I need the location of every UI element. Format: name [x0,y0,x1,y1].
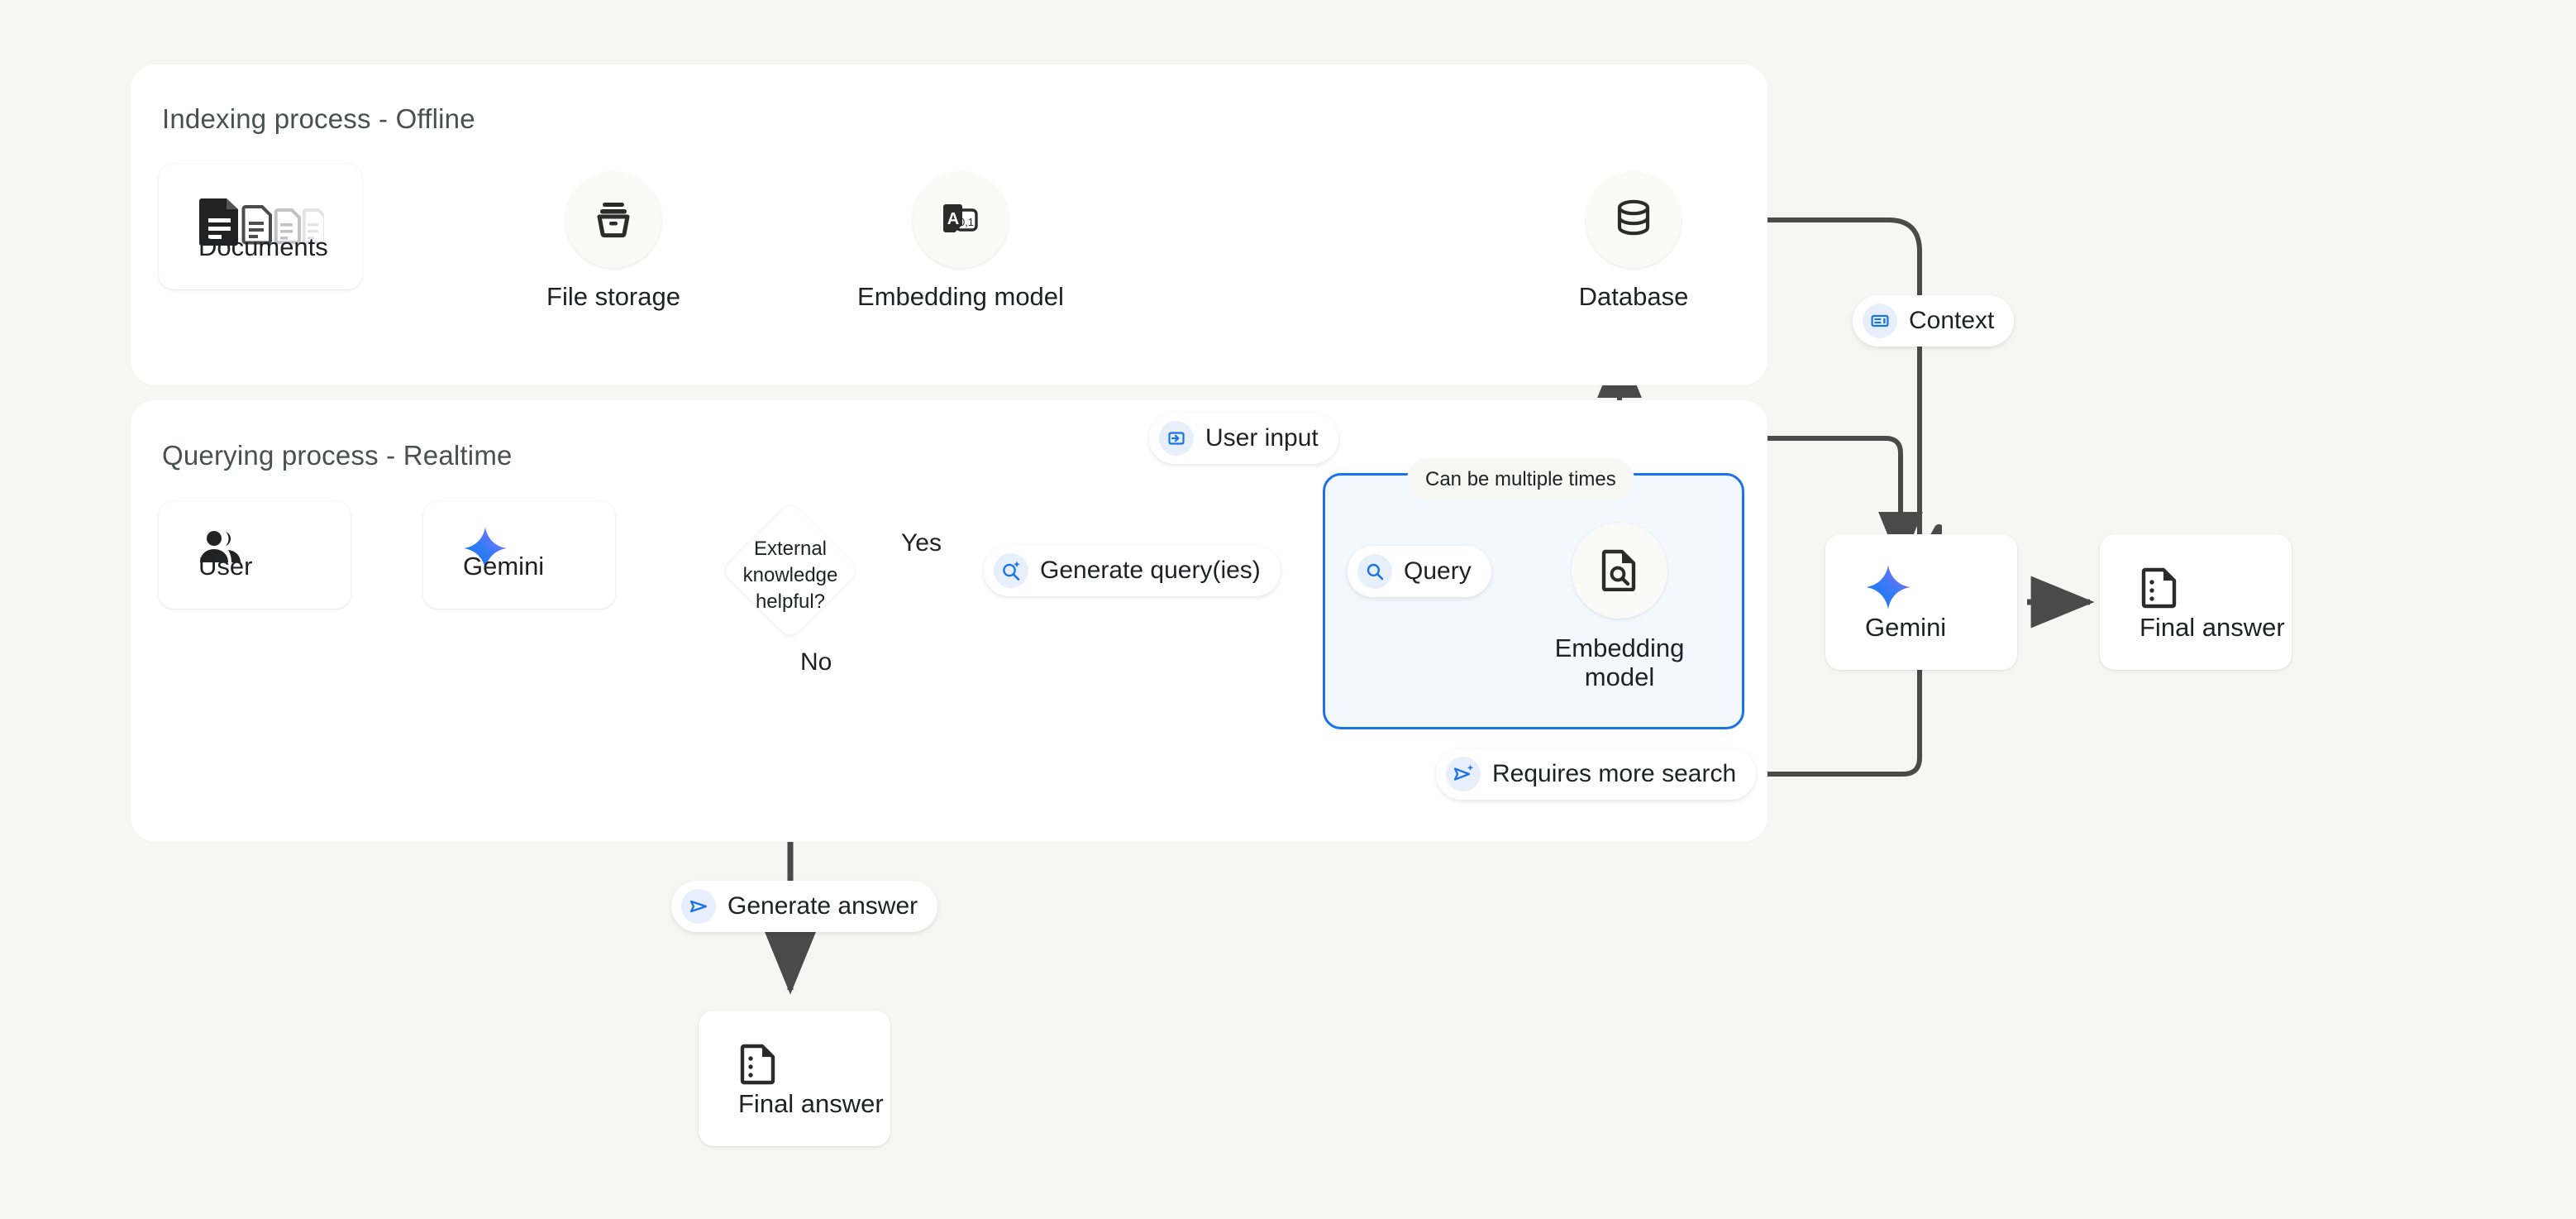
node-embedding-model-indexing[interactable]: 0,1 A [913,172,1009,268]
node-final-answer-bottom[interactable]: Final answer [699,1011,890,1146]
decision-label-line3: helpful? [755,590,826,613]
database-icon [1612,196,1655,245]
node-embedding-model-query[interactable] [1572,523,1667,619]
node-documents-label: Documents [198,232,328,261]
node-final-answer-right[interactable]: Final answer [2100,534,2292,670]
svg-text:0,1: 0,1 [959,216,974,228]
node-database[interactable] [1586,172,1682,268]
document-search-icon [1599,547,1640,595]
node-documents[interactable]: Documents [159,164,362,289]
badge-context-label: Context [1909,307,1995,334]
context-panel-icon [1863,304,1897,338]
decision-label-line1: External [753,538,828,560]
gemini-sparkle-icon [1865,564,1911,614]
documents-icon [198,194,327,252]
node-gemini-second-label: Gemini [1865,612,1947,642]
badge-generate-answer[interactable]: Generate answer [671,881,938,932]
edge-label-no: No [800,648,832,676]
gemini-sparkle-icon [463,526,508,575]
node-gemini-second[interactable]: Gemini [1825,534,2017,670]
badge-user-input[interactable]: User input [1149,413,1338,464]
archive-box-icon [591,196,636,245]
badge-generate-queries[interactable]: Generate query(ies) [984,545,1281,596]
node-embedding-model-query-label-line1: Embedding [1554,633,1685,662]
node-user-label: User [198,551,253,581]
badge-query-label: Query [1404,557,1472,585]
svg-text:A: A [947,210,959,228]
badge-user-input-label: User input [1205,424,1319,452]
badge-requires-more-search[interactable]: Requires more search [1436,748,1757,800]
indexing-panel-title: Indexing process - Offline [162,103,475,134]
input-arrow-icon [1159,421,1194,456]
people-icon [198,529,245,570]
decision-label-line2: knowledge [742,564,838,586]
node-final-answer-right-label: Final answer [2140,612,2285,642]
send-icon [681,889,716,924]
badge-context[interactable]: Context [1853,295,2015,347]
badge-can-be-multiple-times: Can be multiple times [1407,458,1634,501]
answer-doc-icon [2140,566,2179,613]
search-sparkle-icon [994,553,1028,588]
node-gemini-first-label: Gemini [463,551,545,581]
node-gemini-first[interactable]: Gemini [423,501,615,609]
node-file-storage[interactable] [565,172,661,268]
badge-generate-answer-label: Generate answer [727,892,918,920]
node-embedding-model-indexing-label: Embedding model [857,282,1064,311]
node-user[interactable]: User [159,501,351,609]
querying-panel-title: Querying process - Realtime [162,440,513,471]
badge-query[interactable]: Query [1348,546,1491,597]
node-database-label: Database [1578,282,1689,311]
node-embedding-model-query-label-line2: model [1584,662,1655,691]
text-to-vector-icon: 0,1 A [937,196,985,245]
badge-requires-more-search-label: Requires more search [1492,760,1737,787]
search-icon [1357,554,1392,589]
edge-label-yes: Yes [901,529,942,557]
badge-can-be-multiple-times-label: Can be multiple times [1425,468,1616,490]
answer-doc-icon [738,1042,778,1089]
node-final-answer-bottom-label: Final answer [738,1088,884,1118]
badge-generate-queries-label: Generate query(ies) [1040,557,1261,584]
send-sparkle-icon [1446,757,1481,791]
node-file-storage-label: File storage [546,282,680,311]
